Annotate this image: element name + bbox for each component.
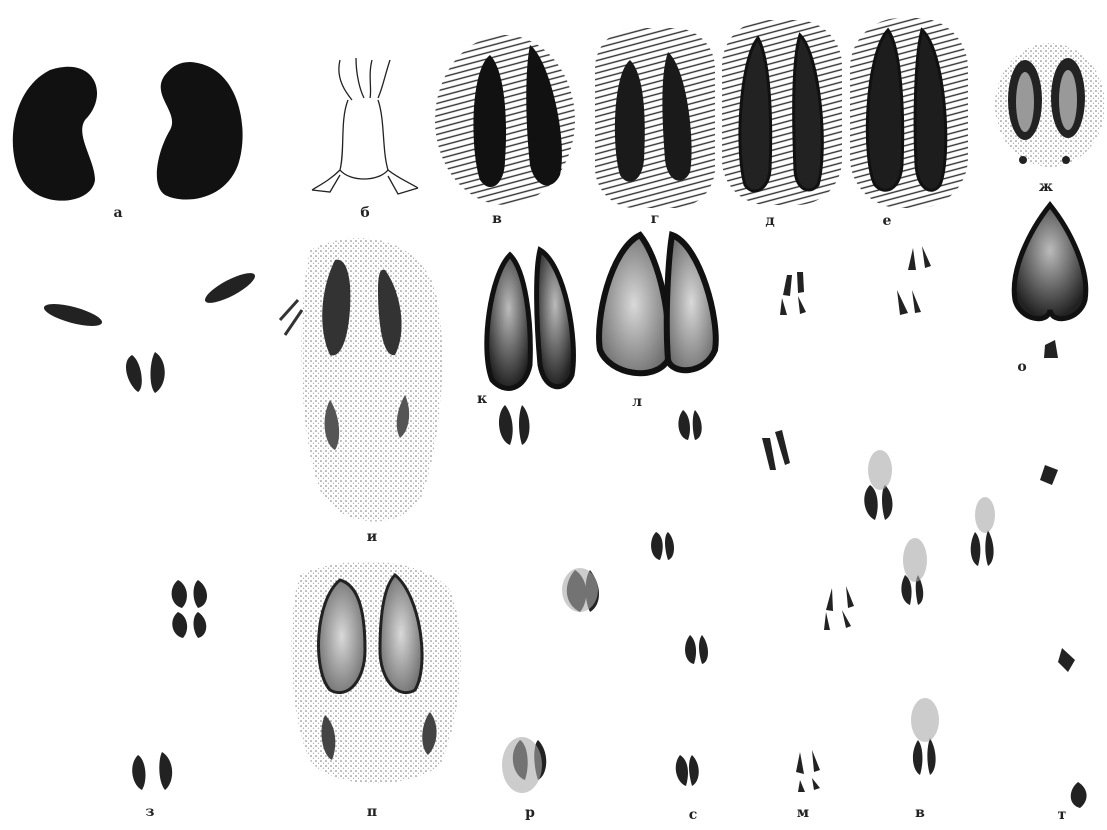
label-zh: ж: [1039, 180, 1053, 194]
hoofprint-zh: [995, 43, 1105, 167]
label-t: т: [1058, 808, 1067, 822]
hoofprint-k: [487, 250, 574, 388]
label-l: л: [632, 395, 642, 409]
label-d: д: [765, 214, 774, 228]
track-shadows: [502, 450, 995, 793]
label-z: з: [146, 805, 155, 819]
label-r: р: [525, 806, 535, 820]
hoofprint-p: [291, 561, 461, 783]
hoofprint-e: [850, 18, 968, 208]
hoofprint-a: [13, 62, 243, 201]
label-v: в: [492, 212, 502, 226]
hoofprint-o: [1014, 205, 1086, 358]
hoofprint-g: [595, 28, 715, 208]
label-o: о: [1017, 360, 1026, 374]
label-b: б: [360, 206, 369, 220]
label-g: г: [651, 212, 660, 226]
hoofprint-d: [722, 20, 842, 205]
label-e: е: [883, 214, 892, 228]
label-k: к: [477, 392, 487, 406]
label-s: с: [689, 808, 698, 822]
label-a: а: [113, 206, 122, 220]
label-m: м: [797, 806, 809, 820]
label-v2: в: [915, 806, 925, 820]
hoofprint-i: [280, 238, 442, 521]
hoofprint-v: [435, 35, 575, 205]
foot-outline-b: [312, 58, 418, 194]
label-p: п: [367, 805, 377, 819]
hoofprint-l: [599, 235, 716, 373]
label-i: и: [367, 530, 377, 544]
hoofprint-a-small: [42, 268, 259, 393]
